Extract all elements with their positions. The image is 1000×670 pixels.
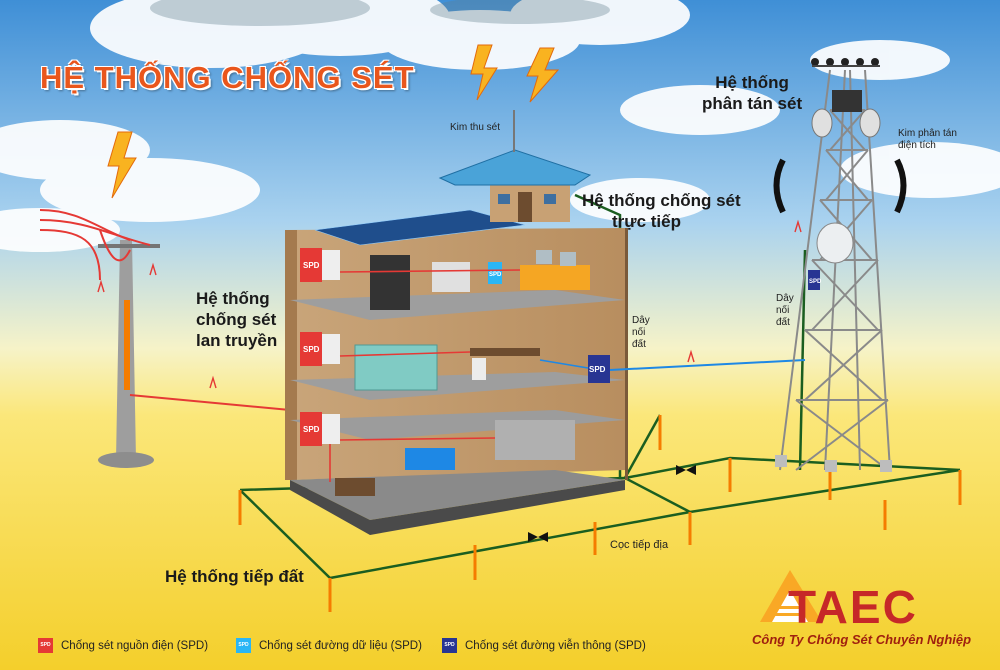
spd-tag: SPD [489,272,502,278]
brand-name: TAEC [788,581,918,633]
power-pole [39,209,291,468]
building [285,110,806,535]
legend-item-telecom: SPD Chống sét đường viễn thông (SPD) [442,638,646,653]
brand-logo-icon [760,570,822,622]
legend-label: Chống sét đường dữ liệu (SPD) [259,639,422,652]
tower-equipment [773,58,907,472]
ground-rod-group [238,415,962,612]
ground-wire-building-label: Dây nối đất [632,315,650,350]
spd-power-icon: SPD [38,638,53,653]
ground-wire-tower-label: Dây nối đất [776,293,794,328]
ground-rod-label: Cọc tiếp địa [610,539,669,551]
spd-tag: SPD [303,425,320,434]
connector-icon [528,465,696,542]
legend-label: Chống sét nguồn điện (SPD) [61,639,209,652]
legend-item-data: SPD Chống sét đường dữ liệu (SPD) [236,638,422,653]
spd-tag: SPD [589,365,606,374]
page-title: HỆ THỐNG CHỐNG SÉT [40,60,415,95]
dispersion-system-label: Hệ thống phân tán sét [702,73,803,113]
propagation-protection-label: Hệ thống chống sét lan truyền [196,289,278,350]
spd-tag: SPD [809,279,822,285]
spd-telecom-icon: SPD [442,638,457,653]
direct-protection-label: Hệ thống chống sét trực tiếp [582,191,741,231]
storm-clouds [150,0,610,26]
charge-dispersion-needle-label: Kim phân tán điện tích [898,128,957,151]
lightning-bolt-icon [107,44,560,199]
legend-label: Chống sét đường viễn thông (SPD) [465,639,646,652]
grounding-system-label: Hệ thống tiếp đất [165,567,304,586]
surge-icon [97,219,802,389]
legend-item-power: SPD Chống sét nguồn điện (SPD) [38,638,208,653]
spd-tag: SPD [303,345,320,354]
brand-slogan: Công Ty Chống Sét Chuyên Nghiệp [752,632,972,647]
spd-data-icon: SPD [236,638,251,653]
spd-tag: SPD [303,261,320,270]
lightning-rod-label: Kim thu sét [450,122,501,133]
